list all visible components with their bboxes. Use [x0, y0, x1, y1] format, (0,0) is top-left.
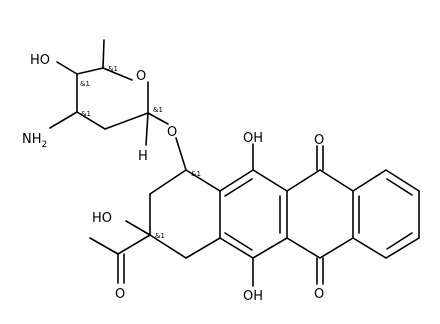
stereo-label-c9-aglycone: &1 — [155, 232, 165, 240]
atom-oh-bottom: OH — [243, 289, 263, 304]
sugar-ring-bonds — [49, 39, 169, 146]
atom-nh2: NH2 — [22, 132, 47, 150]
atom-ho-ring-a: HO — [92, 211, 112, 226]
atom-o-ring: O — [136, 69, 146, 84]
stereo-label-c1-sugar: &1 — [153, 106, 163, 114]
atom-o-quinone-top: O — [314, 133, 324, 148]
atom-o-acetyl: O — [115, 287, 125, 302]
ring-c-bonds — [286, 145, 354, 285]
atom-oh-top: OH — [243, 131, 263, 146]
atom-ho-sugar: HO — [30, 53, 50, 68]
atom-nh2-subscript: 2 — [42, 140, 48, 150]
ring-d-bonds — [352, 169, 420, 259]
atom-o-quinone-bottom: O — [314, 287, 324, 302]
stereo-label-c3-sugar: &1 — [81, 110, 91, 118]
stereo-label-c7-aglycone: &1 — [191, 170, 201, 178]
stereo-label-c4-sugar: &1 — [80, 80, 90, 88]
stereo-label-c5-sugar: &1 — [108, 65, 118, 73]
ring-a-bonds — [89, 137, 221, 284]
atom-h-anomeric: H — [138, 149, 148, 164]
atom-o-glycosidic: O — [167, 125, 177, 140]
ring-b-bonds — [219, 143, 288, 287]
